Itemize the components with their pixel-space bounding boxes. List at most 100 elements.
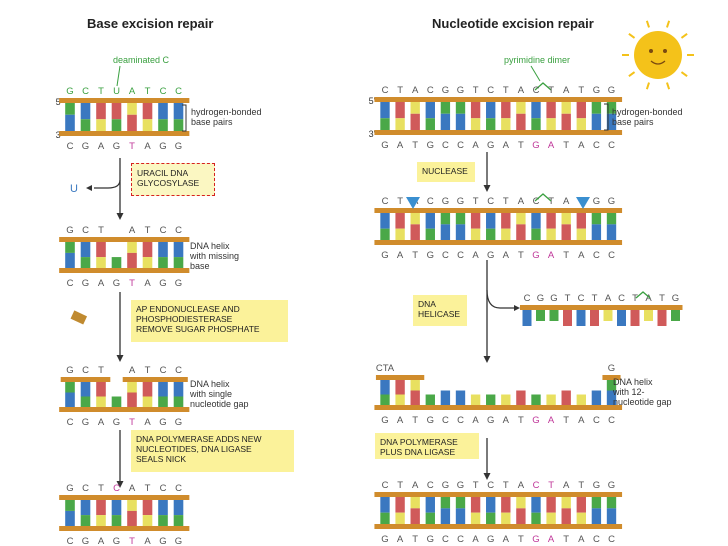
ner-stage3-bottom-base	[470, 394, 481, 405]
ber-stage3-top-base	[127, 382, 137, 393]
ber-stage4-bottom-base	[158, 515, 168, 526]
ber-stage2-bottom-letter: A	[98, 278, 105, 289]
ner-stage4-top-base	[531, 497, 541, 513]
ner-stage4-top-base	[606, 497, 617, 509]
ner-stage1-top-letter: A	[412, 85, 419, 96]
ner-stage3-bottom-letter: A	[472, 415, 479, 426]
ner-stage1-top-base	[591, 102, 602, 114]
fragment-release-arrow-head	[514, 305, 520, 311]
ber-stage4-bottom-base	[173, 515, 184, 526]
ner-stage4-bottom-letter: A	[472, 534, 479, 545]
ner-stage4-bottom-letter: C	[457, 534, 464, 545]
ner-stage4-bottom-base	[425, 512, 435, 524]
ber-stage2-bottom-letter: C	[67, 278, 74, 289]
ner-stage4-top-base	[455, 497, 466, 509]
ner-stage2-bottom-letter: C	[457, 250, 464, 261]
ner-stage3-top-right: G	[608, 363, 615, 374]
excised-fragment-letter: C	[578, 293, 585, 304]
ner-stage4-bottom-base	[486, 512, 496, 524]
ner-label-base-pairs: hydrogen-bonded base pairs	[612, 107, 683, 127]
ner-stage2-bottom-base	[561, 224, 571, 240]
ber-stage4-top-letter: C	[160, 483, 167, 494]
ber-label-gap: DNA helix with single nucleotide gap	[190, 379, 249, 409]
ner-stage3-top-base	[380, 380, 390, 395]
ber-stage1-bottom-base	[96, 119, 106, 131]
ner-stage2-top-base	[440, 213, 451, 225]
ner-stage4-bottom-base	[516, 508, 526, 524]
heading-nucleotide-excision: Nucleotide excision repair	[432, 16, 594, 31]
ner-stage4-bottom-base	[440, 508, 451, 524]
dimer-link-3	[635, 291, 651, 299]
ber-arrow-1-head	[116, 213, 124, 220]
ner-stage3-bottom-letter: A	[503, 415, 510, 426]
ner-stage1-backbone-bottom	[374, 130, 623, 135]
ner-stage1-bottom-base	[425, 118, 435, 130]
ber-stage4-top-base	[158, 500, 168, 516]
ner-label-gap: DNA helix with 12- nucleotide gap	[613, 377, 672, 407]
ner-stage2-top-base	[606, 213, 617, 225]
ner-stage2-top-letter: A	[563, 196, 570, 207]
ber-stage1-top-base	[96, 103, 106, 120]
ner-stage1-top-base	[486, 102, 496, 119]
ner-stage4-top-letter: C	[487, 480, 494, 491]
ner-stage4-top-letter: G	[593, 480, 600, 491]
ber-stage3-bottom-base	[173, 396, 184, 407]
ner-stage4-bottom-letter: C	[608, 534, 615, 545]
ber-stage3-top-letter: T	[145, 365, 151, 376]
ner-stage1-top-letter: C	[427, 85, 434, 96]
ber-stage1-top-base	[173, 103, 184, 120]
uracil-glycosylase-box: URACIL DNA GLYCOSYLASE	[131, 163, 215, 196]
ner-stage1-bottom-base	[501, 118, 511, 130]
ner-stage3-bottom-base	[576, 394, 586, 405]
ner-stage3-top-base	[395, 380, 405, 395]
ner-stage2-top-base	[576, 213, 586, 229]
ner-stage2-bottom-base	[425, 228, 435, 240]
ner-stage4-top-letter: G	[442, 480, 449, 491]
ber-stage4-top-letter: C	[175, 483, 182, 494]
pyrimidine-dimer-annotation: pyrimidine dimer	[504, 55, 570, 65]
ner-stage2-top-letter: T	[397, 196, 403, 207]
ner-stage2-bottom-letter: C	[593, 250, 600, 261]
ner-stage1-top-base	[470, 102, 481, 119]
ner-stage4-bottom-letter: T	[563, 534, 569, 545]
ner-stage1-bottom-base	[531, 118, 541, 130]
ber-stage4-top-base	[96, 500, 106, 516]
ner-stage1-top-letter: T	[548, 85, 554, 96]
ner-stage3-bottom-base	[516, 390, 526, 405]
ner-stage4-top-base	[440, 497, 451, 509]
ner-stage2-top-letter: G	[608, 196, 615, 207]
ner-stage3-bottom-base	[425, 394, 435, 405]
ner-stage3-bottom-letter: C	[442, 415, 449, 426]
ner-stage4-bottom-letter: T	[412, 534, 418, 545]
ber-bracket	[182, 104, 187, 132]
ner-stage1-bottom-base	[455, 113, 466, 130]
ner-stage3-bottom-letter: G	[381, 415, 388, 426]
ner-stage2-bottom-letter: C	[442, 250, 449, 261]
ber-stage4-top-base	[127, 500, 137, 511]
ner-stage4-top-letter: A	[412, 480, 419, 491]
ner-stage2-top-base	[531, 213, 541, 229]
ner-stage2-bottom-base	[531, 228, 541, 240]
ber-stage3-top-base	[96, 382, 106, 397]
ber-stage3-backbone-bottom	[59, 407, 190, 412]
ner-stage2-bottom-base	[470, 228, 481, 240]
ber-stage2-bottom-base	[158, 257, 168, 268]
ner-stage1-bottom-base	[591, 113, 602, 130]
ner-stage4-bottom-base	[395, 512, 405, 524]
ner-stage2-bottom-letter: A	[578, 250, 585, 261]
ber-stage1-top-letter: T	[145, 86, 151, 97]
ner-stage4-bottom-letter: A	[578, 534, 585, 545]
uracil-release-arrow	[94, 179, 121, 189]
ner-stage4-backbone-top	[374, 492, 623, 497]
ber-stage3-top-base	[142, 382, 153, 397]
dimer-link-1	[534, 82, 552, 91]
ner-stage4-top-base	[425, 497, 435, 513]
ner-stage2-top-letter: C	[427, 196, 434, 207]
excised-fragment-letter: A	[605, 293, 612, 304]
excised-fragment-letter: T	[565, 293, 571, 304]
ner-stage3-bottom-letter: A	[578, 415, 585, 426]
ber-stage4-top-letter: T	[145, 483, 151, 494]
ber-stage1-bottom-base	[173, 119, 184, 131]
ner-stage2-top-base	[501, 213, 511, 229]
ner-stage3-bottom-base	[395, 394, 405, 405]
